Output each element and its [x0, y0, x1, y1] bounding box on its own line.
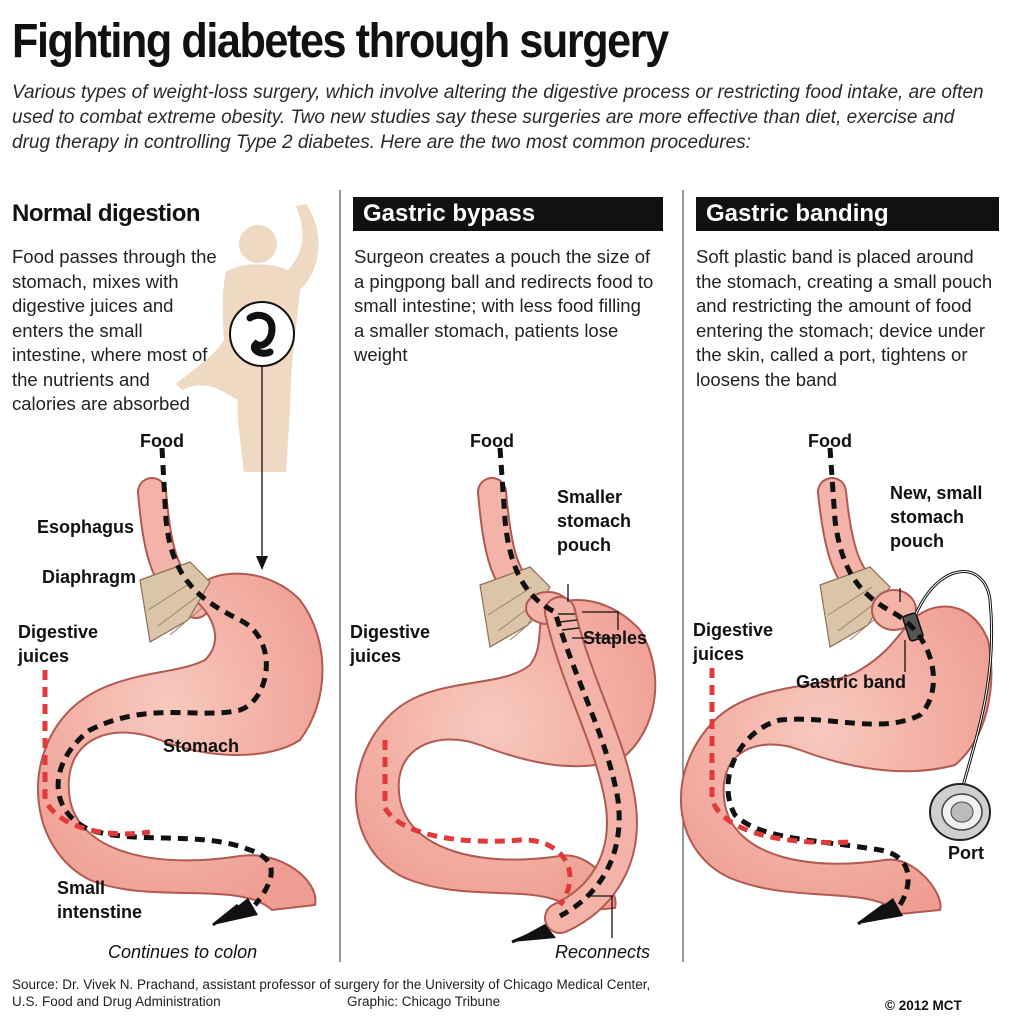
label-small-intestine: Small intenstine [57, 878, 143, 922]
label-digestive-juices-bypass: Digestive juices [350, 622, 431, 666]
heading-gastric-bypass: Gastric bypass [353, 197, 663, 231]
graphic-credit: Graphic: Chicago Tribune [347, 994, 501, 1009]
label-smaller-stomach-pouch: Smaller stomach pouch [557, 487, 632, 555]
label-new-small-stomach-pouch: New, small stomach pouch [890, 483, 983, 551]
label-diaphragm: Diaphragm [42, 567, 137, 587]
label-esophagus: Esophagus [37, 517, 135, 537]
heading-gastric-banding: Gastric banding [696, 197, 999, 231]
source-text: Source: Dr. Vivek N. Prachand, assistant… [12, 976, 650, 1010]
label-continues-to-colon: Continues to colon [108, 942, 258, 962]
label-digestive-juices-normal: Digestive juices [18, 622, 99, 666]
label-food-banding: Food [808, 431, 852, 451]
page-title: Fighting diabetes through surgery [12, 15, 669, 68]
copyright: © 2012 MCT [885, 998, 962, 1013]
label-reconnects: Reconnects [555, 942, 651, 962]
label-digestive-juices-banding: Digestive juices [693, 620, 774, 664]
normal-digestion-description: Food passes through the stomach, mixes w… [12, 246, 217, 414]
label-food-normal: Food [140, 431, 184, 451]
source-line-1: Source: Dr. Vivek N. Prachand, assistant… [12, 977, 651, 992]
gastric-banding-illustration [679, 447, 994, 926]
label-stomach: Stomach [163, 736, 240, 756]
label-port: Port [948, 843, 984, 863]
port-device [929, 783, 991, 841]
gastric-banding-description: Soft plastic band is placed around the s… [696, 246, 993, 390]
stomach-callout [229, 301, 295, 570]
label-food-bypass: Food [470, 431, 514, 451]
gastric-bypass-description: Surgeon creates a pouch the size of a pi… [354, 246, 654, 365]
source-line-2: U.S. Food and Drug Administration [12, 994, 221, 1009]
gastric-bypass-illustration [354, 447, 657, 944]
normal-digestion-illustration [36, 447, 324, 927]
label-staples: Staples [583, 628, 648, 648]
label-gastric-band: Gastric band [796, 672, 907, 692]
heading-normal-digestion: Normal digestion [12, 200, 201, 227]
intro-text: Various types of weight-loss surgery, wh… [12, 82, 984, 153]
